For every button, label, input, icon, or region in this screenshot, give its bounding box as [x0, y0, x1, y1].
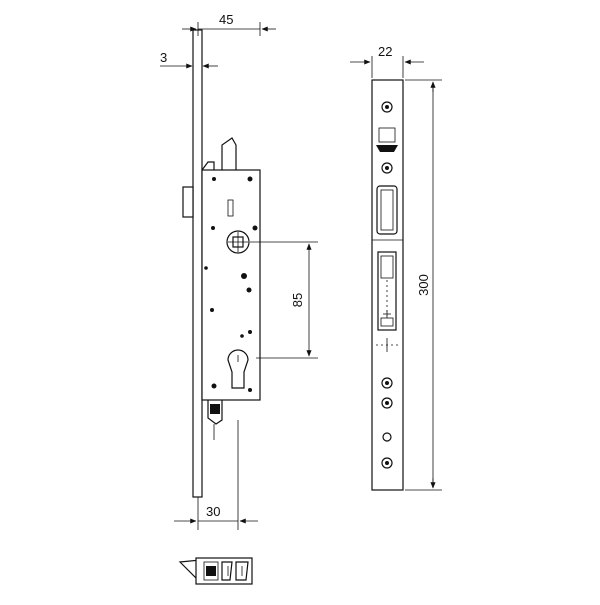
screw-hole — [248, 330, 252, 334]
dim-label-22: 22 — [378, 44, 392, 59]
dim-label-45: 45 — [219, 12, 233, 27]
screw-hole — [246, 287, 252, 293]
screw-hole — [241, 273, 247, 279]
top-cutout — [378, 127, 396, 143]
screw-hole — [248, 388, 252, 392]
case-slot — [227, 199, 234, 217]
side-view — [182, 29, 261, 498]
front-view — [371, 79, 404, 491]
cylinder-cutout — [227, 349, 249, 389]
latch-opening — [376, 185, 398, 235]
top-hook — [221, 137, 237, 170]
bottom-block — [210, 404, 220, 414]
faceplate-hole — [382, 432, 392, 442]
dim-front-width: 22 — [350, 44, 424, 78]
screw-hole — [240, 334, 244, 338]
dim-faceplate-thickness: 3 — [160, 50, 218, 69]
top-flap — [201, 161, 215, 171]
screw-hole — [204, 266, 208, 270]
dim-label-85: 85 — [290, 293, 305, 307]
latch-face — [376, 145, 398, 152]
screw-hole — [212, 177, 216, 181]
bottom-hook — [207, 400, 223, 425]
latch-bolt — [182, 186, 194, 218]
screw-hole — [247, 176, 253, 182]
screw-hole — [210, 308, 214, 312]
dim-label-300: 300 — [416, 274, 431, 296]
screw-hole — [252, 225, 258, 231]
screw-hole — [211, 383, 217, 389]
dim-front-height: 300 — [405, 79, 442, 491]
dim-bottom-backset: 30 — [174, 420, 258, 530]
dim-top-width: 45 — [182, 12, 276, 36]
strike-detail — [178, 557, 253, 585]
dim-label-30: 30 — [206, 504, 220, 519]
side-faceplate — [192, 29, 203, 498]
dim-center-distance: 85 — [250, 241, 318, 359]
dim-label-3: 3 — [160, 50, 167, 65]
screw-hole — [211, 226, 215, 230]
